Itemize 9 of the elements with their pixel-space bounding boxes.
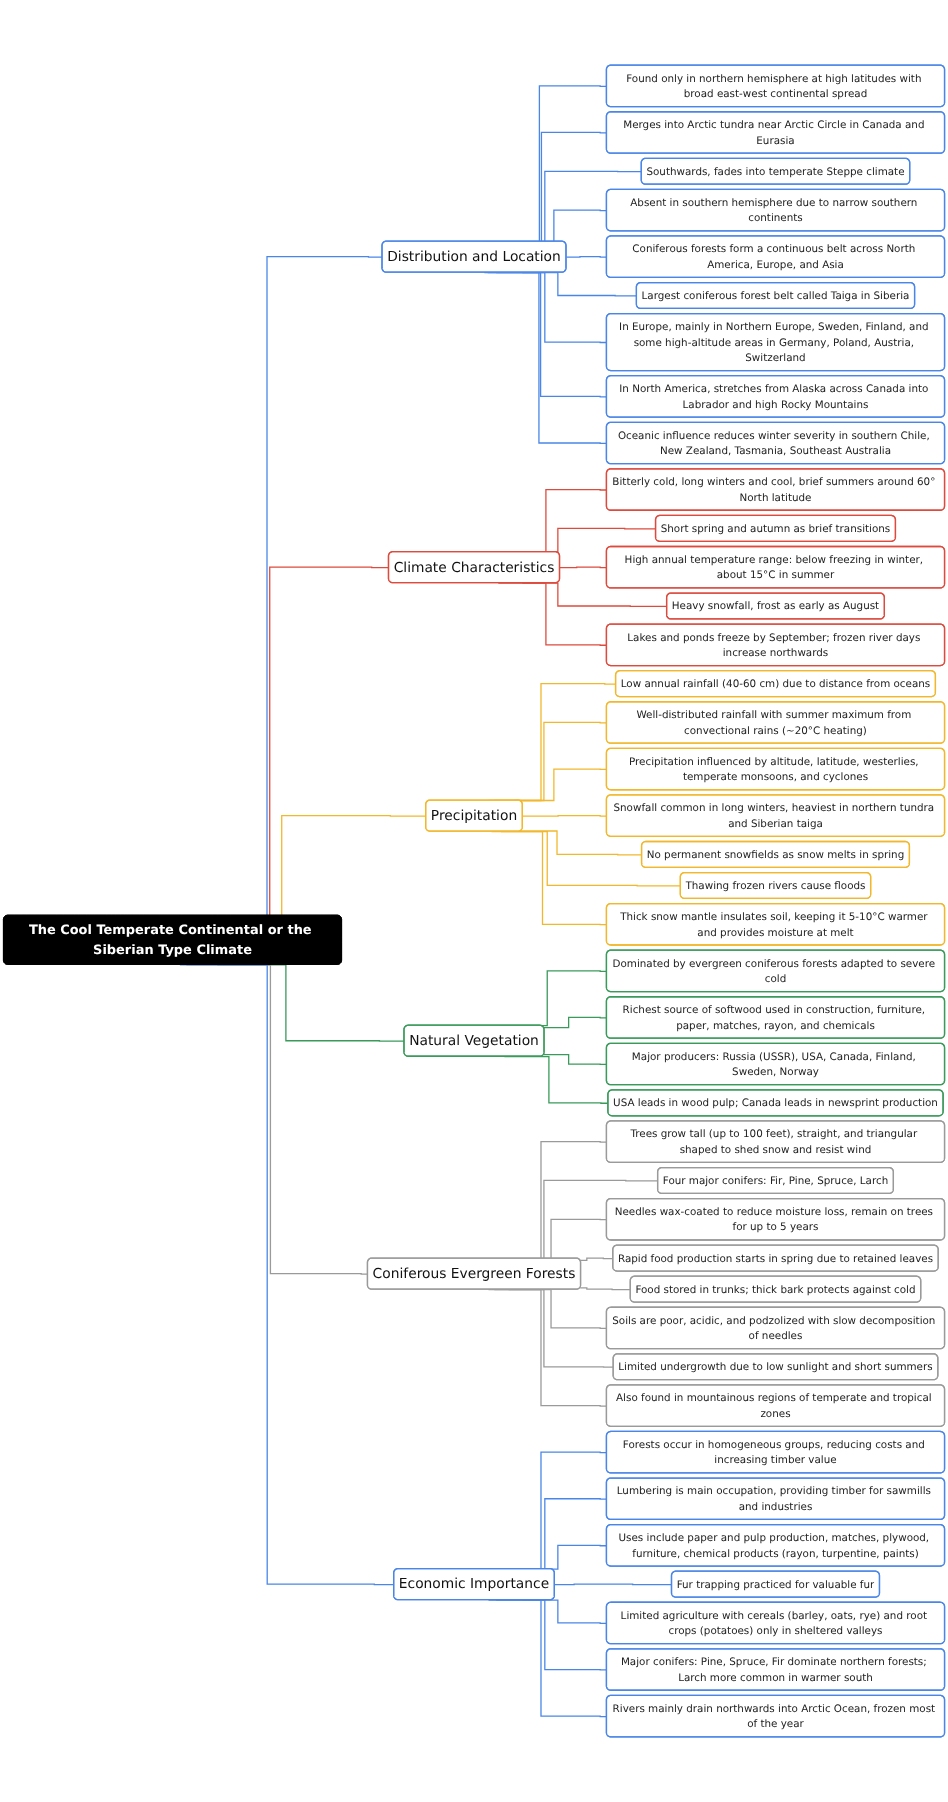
connector — [559, 566, 608, 569]
connector — [579, 1287, 632, 1291]
connector — [554, 1583, 673, 1586]
connector — [519, 830, 643, 856]
connector — [579, 1257, 614, 1261]
connector — [543, 1054, 608, 1066]
connector — [522, 814, 608, 817]
connector — [565, 256, 608, 258]
connector — [543, 1016, 608, 1029]
